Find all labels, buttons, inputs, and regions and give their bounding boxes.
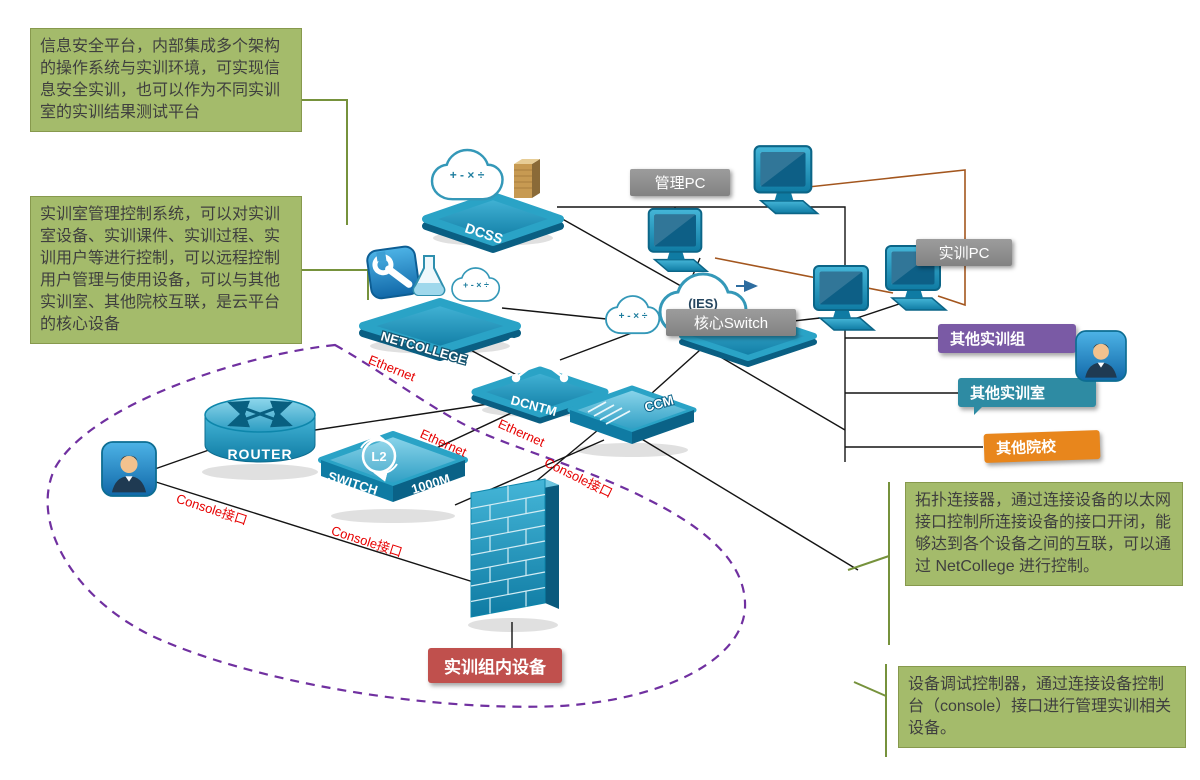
ccm-node: CCM: [562, 376, 702, 460]
brick-pattern: [470, 486, 546, 614]
building-icon: [514, 159, 540, 198]
router-node: ROUTER: [196, 383, 324, 481]
admin-user-icon: [101, 441, 157, 497]
banner-group-devices: 实训组内设备: [428, 648, 562, 683]
l2-switch-node: L2 SWITCH 1000M: [315, 418, 470, 526]
dcss-node: + - × ÷ DCSS: [418, 146, 568, 253]
dcntm-node: DCNTM: [468, 326, 613, 424]
person-icon: [101, 441, 157, 497]
training-pc-label-text: 实训PC: [938, 245, 990, 262]
dcss-cloud-ops: + - × ÷: [450, 168, 485, 182]
router-arrows-icon: [227, 400, 293, 428]
banner-other-school: 其他院校: [983, 429, 1101, 464]
mgmt-pc-2: [740, 142, 828, 226]
switch-layer-label: L2: [371, 449, 386, 464]
netcollege-cloud-ops: + - × ÷: [463, 280, 489, 290]
mgmt-pc-label: 管理PC: [630, 169, 730, 196]
training-group-boundary: [46, 343, 747, 708]
note-security-platform-text: 信息安全平台，内部集成多个架构的操作系统与实训环境，可实现信息安全实训，也可以作…: [40, 38, 281, 122]
note-debug-controller: 设备调试控制器，通过连接设备控制台（console）接口进行管理实训相关设备。: [898, 666, 1186, 749]
ies-label: (IES): [688, 296, 718, 311]
computer-icon: [647, 207, 709, 273]
computer-icon: [813, 265, 875, 331]
banner-other-training-group: 其他实训组: [938, 324, 1076, 353]
core-switch-label-text: 核心Switch: [693, 315, 769, 332]
wrench-icon: [366, 245, 420, 300]
ops-cloud-text: + - × ÷: [619, 311, 648, 322]
netcollege-node: + - × ÷ NETCOLLEGE: [352, 245, 527, 369]
banner-other-training-room: 其他实训室: [958, 378, 1096, 415]
banner-other-training-room-text: 其他实训室: [970, 385, 1046, 402]
note-control-system: 实训室管理控制系统，可以对实训室设备、实训课件、实训过程、实训用户等进行控制，可…: [30, 196, 302, 345]
note-security-platform: 信息安全平台，内部集成多个架构的操作系统与实训环境，可实现信息安全实训，也可以作…: [30, 28, 302, 133]
cable-lines-icon: [587, 401, 631, 425]
mgmt-pc-1: [635, 205, 717, 283]
computer-icon: [753, 145, 819, 215]
training-pc-label: 实训PC: [916, 239, 1012, 266]
firewall-node: [455, 467, 567, 635]
remote-user-icon: [1075, 330, 1127, 382]
banner-other-school-text: 其他院校: [995, 438, 1057, 458]
star-topology-icon: [507, 329, 573, 383]
router-label: ROUTER: [227, 446, 292, 462]
banner-other-training-group-text: 其他实训组: [950, 331, 1026, 348]
banner-group-devices-text: 实训组内设备: [444, 658, 546, 677]
mgmt-pc-label-text: 管理PC: [654, 175, 706, 192]
note-debug-controller-text: 设备调试控制器，通过连接设备控制台（console）接口进行管理实训相关设备。: [908, 676, 1172, 738]
note-control-system-text: 实训室管理控制系统，可以对实训室设备、实训课件、实训过程、实训用户等进行控制，可…: [40, 206, 281, 334]
core-switch-label: 核心Switch: [666, 309, 796, 336]
note-callout-lines: [302, 99, 890, 757]
l2-badge-icon: L2: [360, 430, 398, 482]
flask-icon: [412, 255, 446, 296]
note-topology-connector: 拓扑连接器，通过连接设备的以太网接口控制所连接设备的接口开闭，能够达到各个设备之…: [905, 482, 1183, 587]
note-topology-connector-text: 拓扑连接器，通过连接设备的以太网接口控制所连接设备的接口开闭，能够达到各个设备之…: [915, 492, 1172, 576]
person-icon: [1075, 330, 1127, 382]
